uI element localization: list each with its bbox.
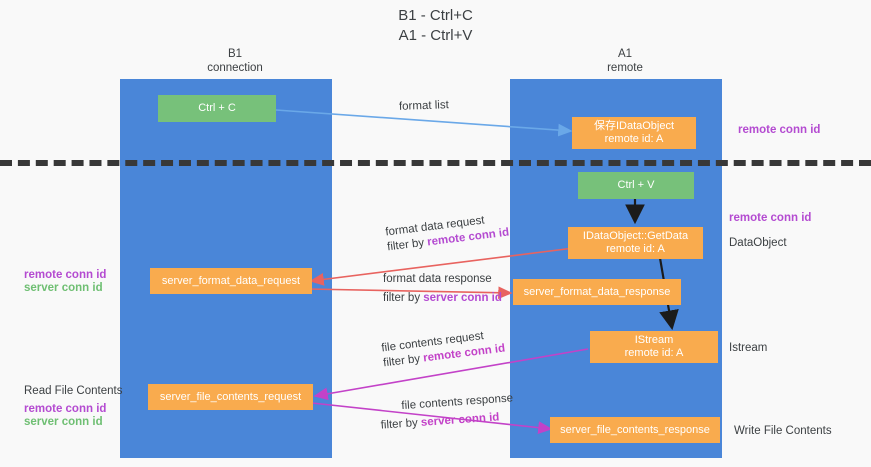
lane-header-b1: B1 connection bbox=[120, 47, 350, 75]
title-line-2: A1 - Ctrl+V bbox=[398, 27, 473, 44]
lane-header-b1-role: connection bbox=[207, 62, 263, 74]
annotation-left-server-conn-id-mid: server conn id bbox=[24, 282, 103, 294]
lane-header-a1-name: A1 bbox=[617, 48, 633, 60]
node-istream-sublabel: remote id: A bbox=[624, 347, 684, 359]
edge-label-file-contents-response-key: server conn id bbox=[420, 411, 500, 429]
node-save-idataobject[interactable]: 保存IDataObject remote id: A bbox=[572, 117, 696, 149]
node-server-file-contents-response-label: server_file_contents_response bbox=[560, 423, 710, 436]
edge-label-file-contents-request: file contents request filter by remote c… bbox=[381, 327, 506, 372]
page-title: B1 - Ctrl+C A1 - Ctrl+V bbox=[0, 6, 871, 46]
edge-label-format-list: format list bbox=[399, 98, 449, 115]
node-idataobject-getdata[interactable]: IDataObject::GetData remote id: A bbox=[568, 227, 703, 259]
node-ctrl-c-label: Ctrl + C bbox=[198, 102, 236, 114]
edge-label-format-data-response-prefix: filter by bbox=[383, 292, 424, 304]
node-server-file-contents-request[interactable]: server_file_contents_request bbox=[148, 384, 313, 410]
annotation-dataobject: DataObject bbox=[729, 237, 787, 249]
node-ctrl-v[interactable]: Ctrl + V bbox=[578, 172, 694, 199]
node-server-file-contents-response[interactable]: server_file_contents_response bbox=[550, 417, 720, 443]
title-line-1: B1 - Ctrl+C bbox=[398, 7, 473, 24]
node-server-format-data-request[interactable]: server_format_data_request bbox=[150, 268, 312, 294]
edge-label-format-data-response-key: server conn id bbox=[423, 292, 502, 304]
annotation-write-file-contents: Write File Contents bbox=[734, 425, 832, 437]
lane-header-a1: A1 remote bbox=[510, 47, 740, 75]
annotation-left-server-conn-id-bottom: server conn id bbox=[24, 416, 103, 428]
node-idataobject-getdata-label: IDataObject::GetData bbox=[582, 230, 689, 242]
node-server-file-contents-request-label: server_file_contents_request bbox=[159, 390, 302, 403]
edge-label-format-data-response: format data response filter by server co… bbox=[383, 272, 502, 306]
annotation-remote-conn-id-mid: remote conn id bbox=[729, 212, 812, 224]
node-server-format-data-response-label: server_format_data_response bbox=[523, 285, 671, 298]
annotation-read-file-contents: Read File Contents bbox=[24, 385, 123, 397]
node-server-format-data-request-label: server_format_data_request bbox=[161, 274, 301, 287]
edge-label-file-contents-response: file contents response filter by server … bbox=[379, 391, 515, 433]
node-idataobject-getdata-sublabel: remote id: A bbox=[606, 243, 665, 255]
lane-header-b1-name: B1 bbox=[227, 48, 243, 60]
edge-label-format-data-request-prefix: filter by bbox=[386, 236, 429, 254]
edge-label-format-data-request: format data request filter by remote con… bbox=[385, 211, 510, 256]
node-ctrl-v-label: Ctrl + V bbox=[617, 179, 655, 191]
node-save-idataobject-sublabel: remote id: A bbox=[604, 133, 664, 145]
node-istream[interactable]: IStream remote id: A bbox=[590, 331, 718, 363]
annotation-istream: Istream bbox=[729, 342, 768, 354]
annotation-left-remote-conn-id-mid: remote conn id bbox=[24, 269, 107, 281]
node-ctrl-c[interactable]: Ctrl + C bbox=[158, 95, 276, 122]
edge-label-format-list-line1: format list bbox=[398, 99, 450, 113]
edge-label-file-contents-response-prefix: filter by bbox=[380, 416, 422, 432]
section-divider bbox=[0, 160, 871, 166]
edge-label-file-contents-request-prefix: filter by bbox=[382, 352, 425, 370]
edge-label-format-data-response-line2: filter by server conn id bbox=[383, 291, 502, 306]
annotation-remote-conn-id-top: remote conn id bbox=[738, 124, 821, 136]
lane-header-a1-role: remote bbox=[607, 62, 643, 74]
edge-label-format-data-response-line1: format data response bbox=[383, 273, 492, 285]
node-server-format-data-response[interactable]: server_format_data_response bbox=[513, 279, 681, 305]
node-istream-label: IStream bbox=[634, 334, 674, 346]
node-save-idataobject-label: 保存IDataObject bbox=[593, 120, 675, 132]
annotation-left-remote-conn-id-bottom: remote conn id bbox=[24, 403, 107, 415]
edge-label-file-contents-response-line2: filter by server conn id bbox=[380, 409, 515, 433]
